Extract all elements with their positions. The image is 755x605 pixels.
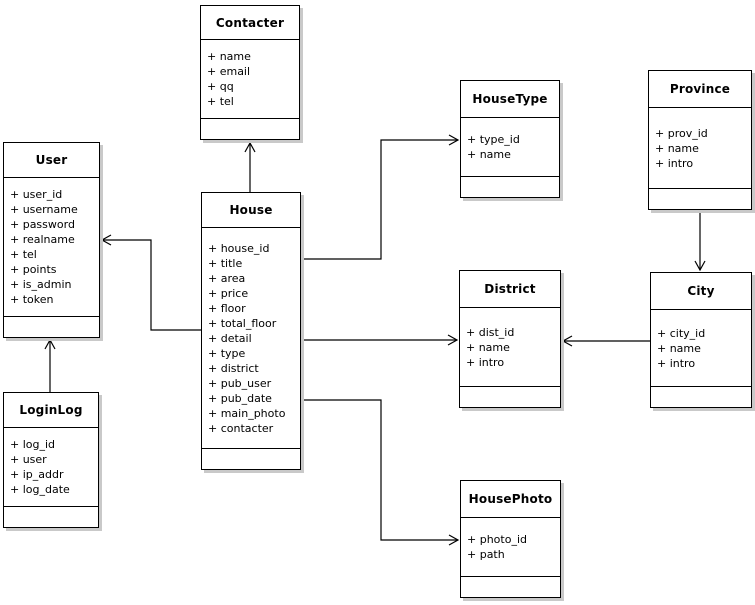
- class-title: Province: [649, 71, 751, 108]
- attribute-row: + area: [208, 271, 246, 285]
- attribute-row: + floor: [208, 301, 246, 315]
- class-box-loginlog[interactable]: LoginLog + log_id + user + ip_addr + log_da…: [3, 392, 99, 528]
- class-box-contacter[interactable]: Contacter + name + email + qq + tel: [200, 5, 300, 140]
- class-title: User: [4, 143, 99, 178]
- attribute-row: + detail: [208, 331, 252, 345]
- attribute-row: + main_photo: [208, 406, 286, 420]
- attribute-row: + qq: [207, 80, 234, 93]
- attribute-row: + realname: [10, 233, 75, 246]
- attribute-row: + path: [467, 548, 505, 561]
- class-attributes: + city_id+ name+ intro: [651, 310, 751, 387]
- attribute-row: + user_id: [10, 188, 63, 201]
- class-box-house[interactable]: House + house_id+ title+ area+ price+ fl…: [201, 192, 301, 470]
- connector-house-user: [100, 234, 201, 331]
- attribute-row: + points: [10, 263, 57, 276]
- attribute-row: + price: [208, 286, 249, 300]
- class-title: Contacter: [201, 6, 299, 40]
- attribute-row: + pub_date: [208, 391, 272, 405]
- attribute-row: + name: [657, 341, 701, 355]
- class-attributes: + prov_id+ name+ intro: [649, 108, 751, 189]
- attribute-row: + contacter: [208, 421, 274, 435]
- class-attributes: + name + email + qq + tel: [201, 40, 299, 119]
- attribute-row: + user: [10, 453, 47, 466]
- class-empty-compartment: [4, 507, 98, 527]
- attribute-row: + intro: [655, 156, 694, 170]
- class-title: HousePhoto: [461, 481, 560, 518]
- attribute-row: + password: [10, 218, 75, 231]
- attribute-row: + tel: [207, 95, 234, 108]
- class-empty-compartment: [201, 119, 299, 139]
- attribute-row: + is_admin: [10, 278, 72, 291]
- class-empty-compartment: [461, 177, 559, 197]
- class-box-district[interactable]: District + dist_id+ name+ intro: [459, 270, 561, 408]
- class-attributes: + dist_id+ name+ intro: [460, 308, 560, 387]
- class-title: LoginLog: [4, 393, 98, 428]
- connector-house-housephoto: [301, 399, 460, 546]
- attribute-row: + type_id: [467, 133, 520, 146]
- attribute-row: + type: [208, 346, 246, 360]
- class-empty-compartment: [651, 387, 751, 407]
- class-box-province[interactable]: Province + prov_id+ name+ intro: [648, 70, 752, 210]
- attribute-row: + name: [655, 141, 699, 155]
- attribute-row: + intro: [466, 355, 505, 369]
- class-attributes: + house_id+ title+ area+ price+ floor+ t…: [202, 228, 300, 449]
- class-title: House: [202, 193, 300, 228]
- attribute-row: + token: [10, 293, 54, 306]
- attribute-row: + pub_user: [208, 376, 272, 390]
- attribute-row: + name: [207, 50, 251, 63]
- attribute-row: + prov_id: [655, 126, 708, 140]
- class-attributes: + log_id + user + ip_addr + log_date: [4, 428, 98, 507]
- attribute-row: + username: [10, 203, 78, 216]
- attribute-row: + photo_id: [467, 533, 527, 546]
- attribute-row: + district: [208, 361, 259, 375]
- connector-house-housetype: [301, 134, 460, 260]
- class-title: District: [460, 271, 560, 308]
- attribute-row: + city_id: [657, 326, 706, 340]
- class-empty-compartment: [202, 449, 300, 469]
- attribute-row: + email: [207, 65, 251, 78]
- class-attributes: + photo_id + path: [461, 518, 560, 577]
- class-box-city[interactable]: City + city_id+ name+ intro: [650, 272, 752, 408]
- attribute-row: + log_id: [10, 438, 56, 451]
- attribute-row: + total_floor: [208, 316, 277, 330]
- class-title: City: [651, 273, 751, 310]
- attribute-row: + tel: [10, 248, 37, 261]
- class-box-user[interactable]: User + user_id + username + password + real…: [3, 142, 100, 338]
- class-title: HouseType: [461, 81, 559, 118]
- attribute-row: + intro: [657, 356, 696, 370]
- attribute-row: + log_date: [10, 483, 70, 496]
- attribute-row: + ip_addr: [10, 468, 64, 481]
- attribute-row: + name: [467, 148, 511, 161]
- class-empty-compartment: [461, 577, 560, 597]
- class-empty-compartment: [4, 317, 99, 337]
- class-box-housephoto[interactable]: HousePhoto + photo_id + path: [460, 480, 561, 598]
- attribute-row: + name: [466, 340, 510, 354]
- class-empty-compartment: [649, 189, 751, 209]
- class-attributes: + type_id + name: [461, 118, 559, 177]
- class-attributes: + user_id + username + password + realname +…: [4, 178, 99, 317]
- attribute-row: + house_id: [208, 241, 270, 255]
- attribute-row: + dist_id: [466, 325, 515, 339]
- attribute-row: + title: [208, 256, 243, 270]
- class-empty-compartment: [460, 387, 560, 407]
- class-box-housetype[interactable]: HouseType + type_id + name: [460, 80, 560, 198]
